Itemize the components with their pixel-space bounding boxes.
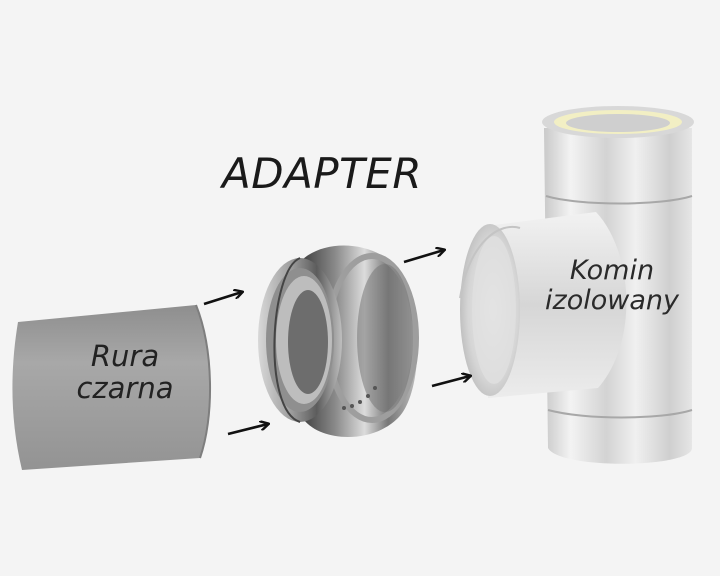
insulated-chimney-tee xyxy=(459,106,694,464)
arrows xyxy=(203,250,470,436)
arrow-pipe-to-adapter-bottom xyxy=(227,424,268,436)
arrow-adapter-to-chimney-top xyxy=(403,250,444,264)
insulated-chimney-label: Komin izolowany xyxy=(532,255,692,317)
arrow-pipe-to-adapter-top xyxy=(203,292,242,306)
black-pipe xyxy=(12,304,212,470)
insulated-chimney-label-line-2: izolowany xyxy=(545,285,679,317)
insulated-chimney-label-line-1: Komin xyxy=(569,255,655,286)
adapter-part xyxy=(258,245,419,437)
adapter-title: ADAPTER xyxy=(222,149,423,198)
black-pipe-label-line-2: czarna xyxy=(76,371,174,406)
black-pipe-label: Rura czarna xyxy=(62,340,188,405)
arrow-adapter-to-chimney-bottom xyxy=(431,376,470,388)
black-pipe-label-line-1: Rura xyxy=(90,339,160,373)
